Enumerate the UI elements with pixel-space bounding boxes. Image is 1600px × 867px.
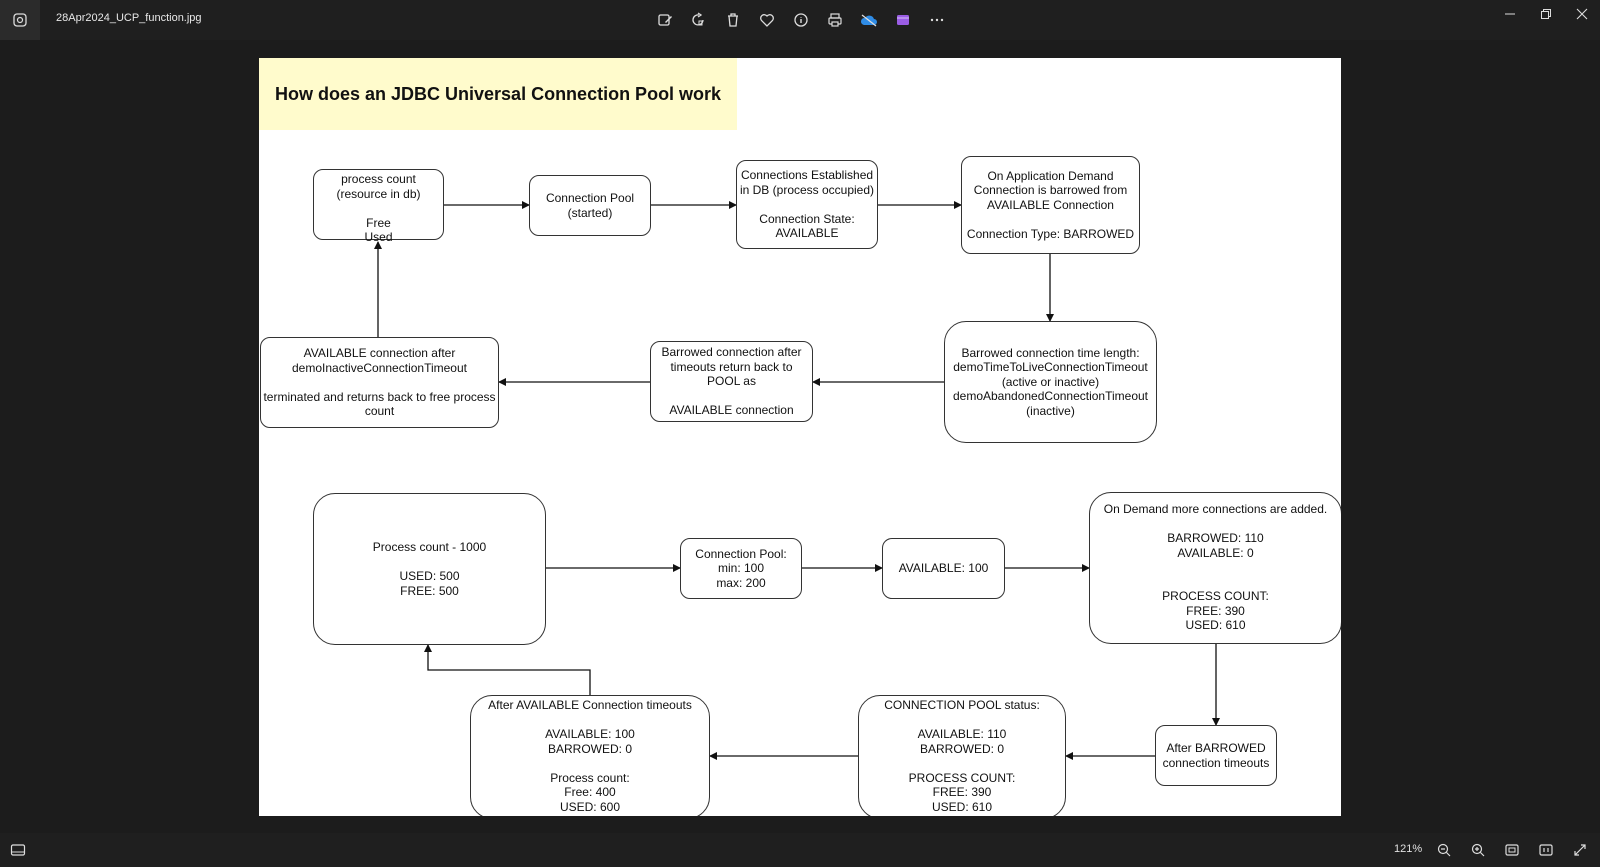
window-controls — [1492, 0, 1600, 28]
node-pool-min-max: Connection Pool: min: 100 max: 200 — [680, 538, 802, 599]
node-on-demand-more: On Demand more connections are added. BA… — [1089, 492, 1341, 644]
onedrive-icon[interactable] — [856, 8, 882, 32]
node-process-count: process count (resource in db) Free Used — [313, 169, 444, 244]
node-on-application-demand: On Application Demand Connection is barr… — [961, 156, 1140, 254]
zoom-level: 121% — [1394, 843, 1423, 855]
node-available-100: AVAILABLE: 100 — [882, 538, 1005, 599]
node-after-barrowed-timeouts: After BARROWED connection timeouts — [1155, 725, 1277, 786]
arrow-afteravailable-to-1000 — [424, 644, 591, 695]
fullscreen-icon[interactable] — [1568, 838, 1592, 862]
video-editor-icon[interactable] — [890, 8, 916, 32]
zoom-out-icon[interactable] — [1432, 838, 1456, 862]
node-barrowed-time-length: Barrowed connection time length: demoTim… — [944, 321, 1157, 443]
diagram-connectors — [374, 201, 1220, 760]
actual-size-icon[interactable] — [1534, 838, 1558, 862]
close-icon[interactable] — [1564, 0, 1600, 28]
node-available-after-inactive: AVAILABLE connection after demoInactiveC… — [260, 337, 499, 428]
node-connections-established: Connections Established in DB (process o… — [736, 160, 878, 249]
fit-to-window-icon[interactable] — [1500, 838, 1524, 862]
filmstrip-icon[interactable] — [8, 841, 28, 859]
title-bar: 28Apr2024_UCP_function.jpg — [0, 0, 1600, 40]
minimize-icon[interactable] — [1492, 0, 1528, 28]
node-barrowed-return: Barrowed connection after timeouts retur… — [650, 341, 813, 422]
edit-image-icon[interactable] — [652, 8, 678, 32]
favorite-icon[interactable] — [754, 8, 780, 32]
node-pool-status: CONNECTION POOL status: AVAILABLE: 110 B… — [858, 695, 1066, 816]
file-name: 28Apr2024_UCP_function.jpg — [56, 12, 202, 24]
status-bar: 121% — [0, 833, 1600, 867]
more-icon[interactable] — [924, 8, 950, 32]
restore-icon[interactable] — [1528, 0, 1564, 28]
node-process-count-1000: Process count - 1000 USED: 500 FREE: 500 — [313, 493, 546, 645]
node-connection-pool-started: Connection Pool (started) — [529, 175, 651, 236]
zoom-in-icon[interactable] — [1466, 838, 1490, 862]
image-toolbar — [652, 8, 950, 32]
print-icon[interactable] — [822, 8, 848, 32]
photos-app-icon[interactable] — [0, 0, 40, 40]
info-icon[interactable] — [788, 8, 814, 32]
view-controls — [1432, 838, 1592, 862]
image-canvas[interactable]: How does an JDBC Universal Connection Po… — [259, 58, 1341, 816]
node-after-available-timeouts: After AVAILABLE Connection timeouts AVAI… — [470, 695, 710, 816]
delete-icon[interactable] — [720, 8, 746, 32]
rotate-icon[interactable] — [686, 8, 712, 32]
diagram-title: How does an JDBC Universal Connection Po… — [259, 58, 737, 130]
